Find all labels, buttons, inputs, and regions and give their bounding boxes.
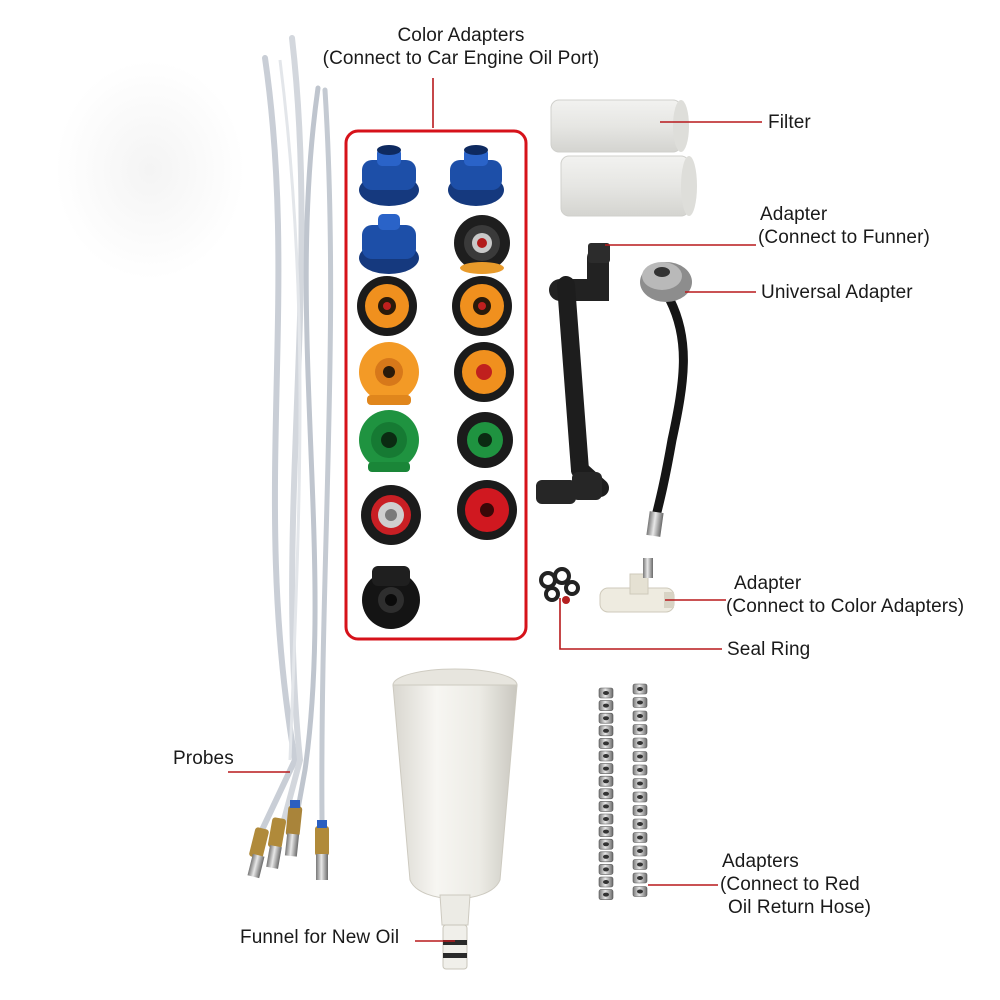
label-adapter-funnel: Adapter (Connect to Funner) [758,203,930,249]
metal-fitting-bore [603,854,609,859]
label-adapters-red-hose-title: Adapters [722,851,799,872]
metal-fitting-bore [637,835,643,840]
metal-fitting-bore [637,795,643,799]
metal-fitting-bore [603,754,609,758]
metal-fitting-bore [603,791,609,796]
seal-rings [539,567,580,604]
metal-fitting-bore [603,829,609,834]
label-adapters-red-hose-sub2: Oil Return Hose) [728,897,872,918]
adapter-green [359,410,419,472]
label-adapter-funnel-title: Adapter [760,204,828,225]
metal-fitting-bore [603,867,609,872]
metal-fitting-bore [603,817,609,821]
filters [550,99,697,217]
adapter-orange [359,342,419,405]
metal-fitting-bore [603,728,609,733]
label-universal-adapter: Universal Adapter [761,282,913,303]
label-adapters-red-hose: Adapters (Connect to Red Oil Return Hose… [720,850,871,919]
adapter-black [454,215,510,274]
metal-fitting-bore [637,822,643,826]
adapter-orange [452,276,512,336]
adapter-orange [357,276,417,336]
label-color-adapters-title: Color Adapters [397,25,525,46]
label-probes: Probes [173,748,234,769]
metal-fitting-bore [603,804,609,809]
metal-fitting-bore [603,716,609,721]
label-adapter-color: Adapter (Connect to Color Adapters) [726,572,964,618]
metal-fitting-bore [637,781,643,786]
adapter-black [361,485,421,545]
label-funnel: Funnel for New Oil [240,927,400,948]
metal-fitting-bore [637,727,643,732]
adapter-red [457,480,517,540]
metal-fitting-bore [637,754,643,759]
leader-lines [228,78,762,942]
metal-fitting-bore [637,768,643,772]
metal-fitting-bore [637,687,643,691]
metal-adapters [598,683,648,900]
metal-fitting-bore [603,766,609,771]
metal-fitting-bore [603,741,609,746]
adapter-blue [359,214,419,274]
metal-fitting-bore [637,849,643,853]
label-adapter-funnel-sub: (Connect to Funner) [758,227,930,248]
metal-fitting-bore [637,889,643,894]
metal-fitting-bore [637,876,643,880]
color-adapters-box [344,129,528,641]
color-adapters [357,145,517,629]
label-color-adapters: Color Adapters (Connect to Car Engine Oi… [302,24,620,70]
metal-fitting-bore [637,741,643,745]
metal-fitting-bore [603,892,609,897]
probes [247,35,334,880]
metal-fitting-bore [637,862,643,867]
label-adapter-color-title: Adapter [734,573,802,594]
label-adapter-color-sub: (Connect to Color Adapters) [726,596,965,617]
label-adapters-red-hose-sub1: (Connect to Red [720,874,860,895]
metal-fitting-bore [637,700,643,705]
label-filter: Filter [768,112,811,133]
funnel [392,668,518,970]
white-adapter [599,558,675,613]
metal-fitting-bore [637,714,643,718]
background-smudge [55,60,245,280]
universal-adapter [640,262,692,537]
probe-fittings [247,800,329,880]
label-seal-ring: Seal Ring [727,639,811,660]
adapter-blue [359,145,419,206]
funnel-adapter [536,243,610,504]
label-color-adapters-sub: (Connect to Car Engine Oil Port) [322,48,600,69]
metal-fitting-bore [603,779,609,784]
metal-fitting-bore [603,880,609,884]
metal-fitting-bore [603,691,609,695]
adapter-orange [454,342,514,402]
metal-fitting-bore [603,703,609,708]
adapter-green [457,412,513,468]
metal-fitting-bore [603,842,609,847]
adapter-black [362,566,420,629]
adapter-blue [448,145,504,206]
metal-fitting-bore [637,808,643,813]
